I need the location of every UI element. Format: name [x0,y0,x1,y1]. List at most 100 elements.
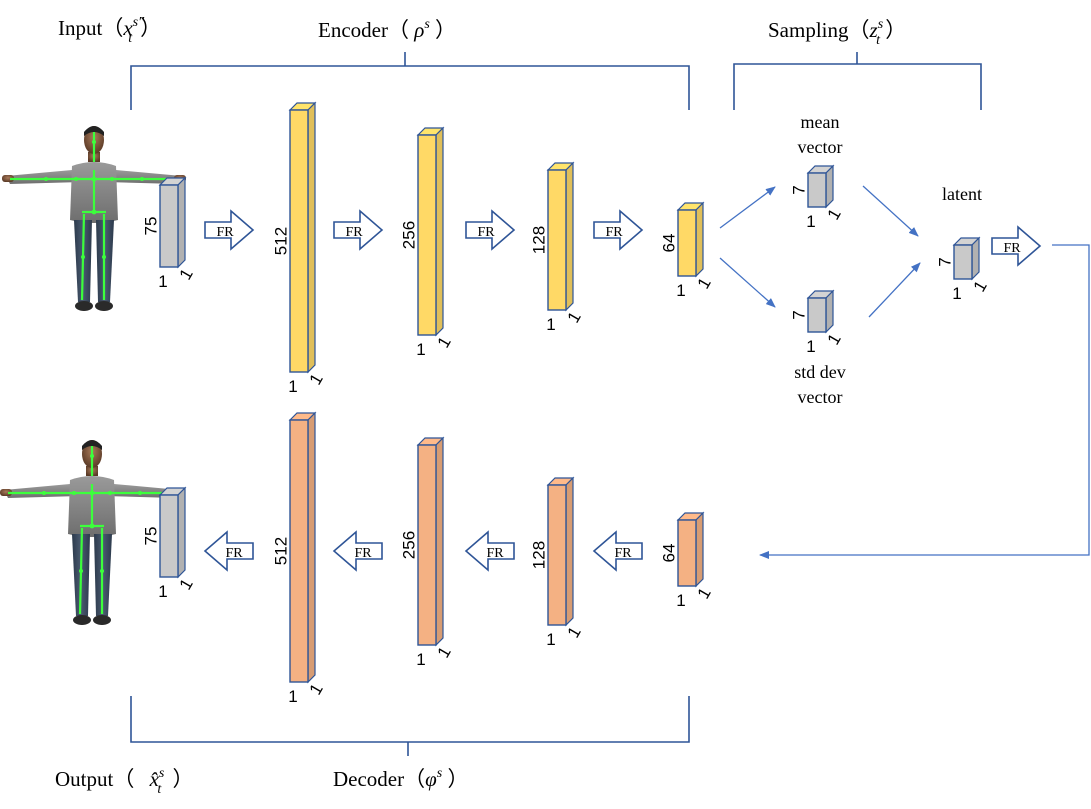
connector-mean-to-latent [862,185,919,237]
block-dimension-label: 256 [399,221,418,249]
fr-arrow-label: FR [216,225,234,240]
block-dimension-label: 7 [789,310,808,319]
block-front-face [289,109,309,373]
block-depth-label: 1 [824,330,845,348]
block-width-label: 1 [806,337,815,356]
fr-arrow-label: FR [1003,241,1021,256]
block-depth-label: 1 [694,274,715,292]
block-width-label: 1 [546,630,555,649]
decoder-label: Decoder（φs ） [333,766,468,791]
block-front-face [417,134,437,336]
block-side-face [695,511,704,588]
fr-arrow-label: FR [354,546,372,561]
block-depth-label: 1 [694,584,715,602]
block-width-label: 1 [546,315,555,334]
sampling-label-sub: t [876,33,881,48]
decoder-label-close: ） [442,767,468,791]
mean-label-line2: vector [798,137,843,157]
block-dimension-label: 64 [659,234,678,253]
svg-text:Input（xs′′t）: Input（xs′′t） [58,15,161,46]
input-label-math: x [122,16,133,40]
encoder-label-close: ） [430,18,456,42]
encoder-label-text: Encoder（ [318,18,414,42]
std-label-line1: std dev [794,362,846,382]
block-depth-label: 1 [564,308,585,326]
block-depth-label: 1 [306,680,327,698]
sampling-label-sup: s [878,17,884,32]
svg-text:Encoder（ ρs ）: Encoder（ ρs ） [318,17,456,42]
block-depth-label: 1 [176,265,197,283]
sampling-bracket [733,52,982,110]
fr-arrow-latent: FR [991,226,1041,266]
block-depth-label: 1 [564,623,585,641]
input-label-sup: s′′ [133,15,146,30]
connector-std-to-latent [868,262,921,318]
block-front-face [807,172,827,208]
connector-to-std [719,257,776,308]
input-label-sub: t [128,31,133,46]
block-depth-label: 1 [306,370,327,388]
fr-arrow-dec-4: FR [593,531,643,571]
connector-to-mean [719,186,776,229]
fr-arrow-enc-3: FR [465,210,515,250]
block-side-face [177,486,186,579]
block-side-face [825,164,834,209]
block-width-label: 1 [952,284,961,303]
block-dimension-label: 7 [789,185,808,194]
block-dimension-label: 512 [271,537,290,565]
block-width-label: 1 [288,377,297,396]
block-side-face [307,411,316,684]
block-side-face [435,126,444,337]
block-width-label: 1 [288,687,297,706]
fr-arrow-enc-1: FR [204,210,254,250]
sampling-label-math: z [869,18,878,42]
encoder-label-sup: s [424,17,430,32]
block-width-label: 1 [806,212,815,231]
block-width-label: 1 [676,591,685,610]
sampling-connectors [719,185,1090,559]
block-depth-label: 1 [970,277,991,295]
fr-arrow-label: FR [345,225,363,240]
output-label-sup: s [159,766,165,781]
block-front-face [677,209,697,277]
block-dimension-label: 75 [141,217,160,236]
input-label: Input（xs′′t） [58,15,161,46]
block-dimension-label: 64 [659,544,678,563]
block-dimension-label: 512 [271,227,290,255]
block-dimension-label: 7 [935,257,954,266]
block-side-face [177,176,186,269]
output-label-math: x̂ [149,767,160,791]
block-front-face [547,484,567,626]
fr-arrow-label: FR [225,546,243,561]
decoder-label-text: Decoder（ [333,767,425,791]
encoder-fr-arrows: FR FR FR FR FR [204,210,1041,266]
block-side-face [825,289,834,334]
fr-arrow-enc-4: FR [593,210,643,250]
block-dimension-label: 256 [399,531,418,559]
svg-text:Sampling（zst ）: Sampling（zst ） [768,17,906,48]
encoder-label: Encoder（ ρs ） [318,17,456,42]
fr-arrow-enc-2: FR [333,210,383,250]
encoder-label-math: ρ [413,18,424,42]
block-depth-label: 1 [434,333,455,351]
block-width-label: 1 [416,340,425,359]
std-label-line2: vector [798,387,843,407]
fr-arrow-dec-1: FR [204,531,254,571]
block-depth-label: 1 [824,205,845,223]
fr-arrow-label: FR [605,225,623,240]
block-depth-label: 1 [434,643,455,661]
svg-text:Decoder（φs ）: Decoder（φs ） [333,766,468,791]
block-width-label: 1 [158,272,167,291]
fr-arrow-label: FR [614,546,632,561]
block-dimension-label: 75 [141,527,160,546]
block-side-face [695,201,704,278]
block-dimension-label: 128 [529,226,548,254]
mean-label-line1: mean [801,112,840,132]
